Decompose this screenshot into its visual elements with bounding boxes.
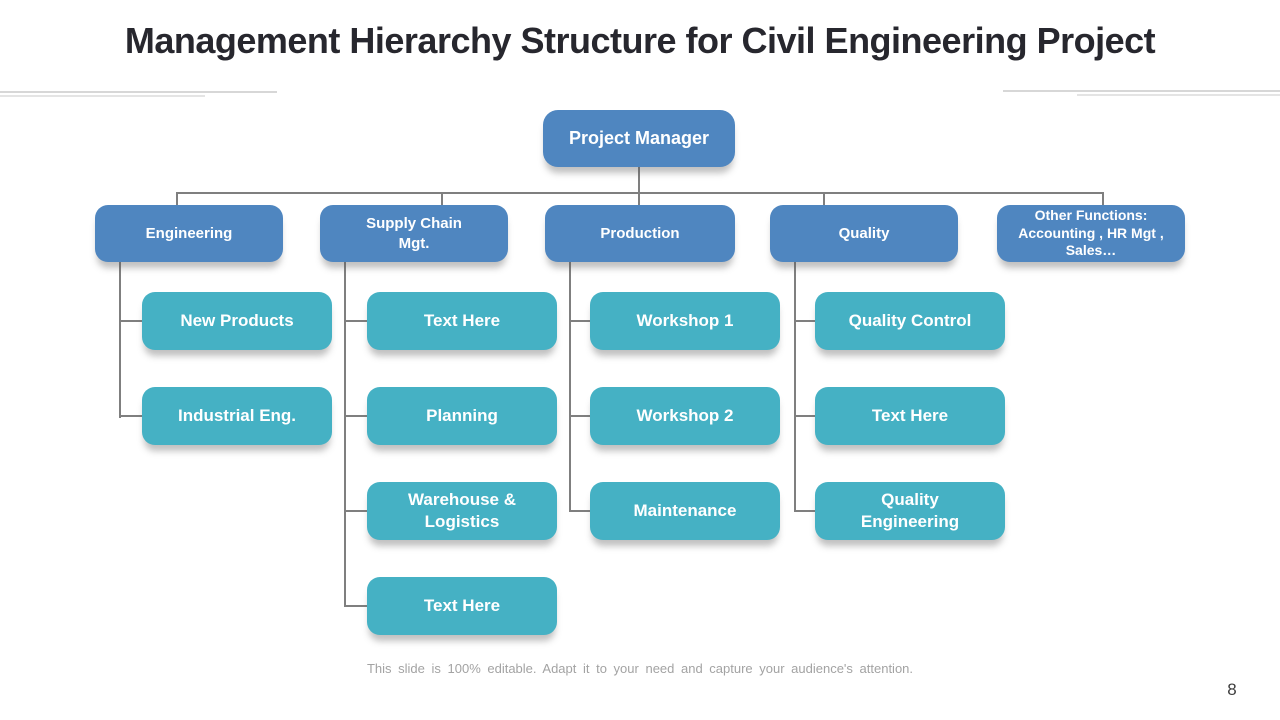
connector-stub-maintenance	[569, 510, 590, 512]
org-node-project-manager: Project Manager	[543, 110, 735, 167]
org-node-workshop-2: Workshop 2	[590, 387, 780, 445]
decor-line-right-top	[1003, 90, 1280, 92]
org-node-industrial-eng: Industrial Eng.	[142, 387, 332, 445]
connector-stub-industrial-eng	[119, 415, 142, 417]
footer-note: This slide is 100% editable. Adapt it to…	[366, 661, 914, 676]
decor-line-right-bottom	[1077, 94, 1280, 96]
org-node-other-functions: Other Functions: Accounting , HR Mgt , S…	[997, 205, 1185, 262]
org-node-supply-text-here-2: Text Here	[367, 577, 557, 635]
connector-spine-quality	[794, 262, 796, 512]
connector-stub-workshop-1	[569, 320, 590, 322]
page-number: 8	[1227, 680, 1237, 699]
connector-stub-workshop-2	[569, 415, 590, 417]
connector-tick-quality	[823, 192, 825, 205]
org-node-supply-text-here-1: Text Here	[367, 292, 557, 350]
org-node-planning: Planning	[367, 387, 557, 445]
org-node-workshop-1: Workshop 1	[590, 292, 780, 350]
connector-stub-new-products	[119, 320, 142, 322]
org-node-production: Production	[545, 205, 735, 262]
connector-spine-engineering	[119, 262, 121, 418]
connector-stub-supply-1	[344, 320, 367, 322]
connector-stub-supply-4	[344, 605, 367, 607]
connector-root-drop	[638, 167, 640, 205]
org-node-quality-text-here: Text Here	[815, 387, 1005, 445]
connector-spine-production	[569, 262, 571, 512]
connector-stub-quality-text	[794, 415, 815, 417]
slide-title: Management Hierarchy Structure for Civil…	[124, 20, 1156, 61]
connector-stub-planning	[344, 415, 367, 417]
org-node-engineering: Engineering	[95, 205, 283, 262]
org-node-new-products: New Products	[142, 292, 332, 350]
connector-stub-quality-eng	[794, 510, 815, 512]
decor-line-left-top	[0, 91, 277, 93]
org-node-supply-chain-mgt: Supply Chain Mgt.	[320, 205, 508, 262]
org-node-maintenance: Maintenance	[590, 482, 780, 540]
connector-level2-horizontal	[176, 192, 1104, 194]
connector-tick-supply-chain	[441, 192, 443, 205]
decor-line-left-bottom	[0, 95, 205, 97]
connector-stub-warehouse	[344, 510, 367, 512]
org-node-quality-control: Quality Control	[815, 292, 1005, 350]
connector-tick-other-functions	[1102, 192, 1104, 205]
connector-stub-quality-control	[794, 320, 815, 322]
org-node-warehouse-logistics: Warehouse & Logistics	[367, 482, 557, 540]
connector-spine-supply-chain	[344, 262, 346, 607]
connector-tick-engineering	[176, 192, 178, 205]
org-node-quality-engineering: Quality Engineering	[815, 482, 1005, 540]
org-node-quality: Quality	[770, 205, 958, 262]
